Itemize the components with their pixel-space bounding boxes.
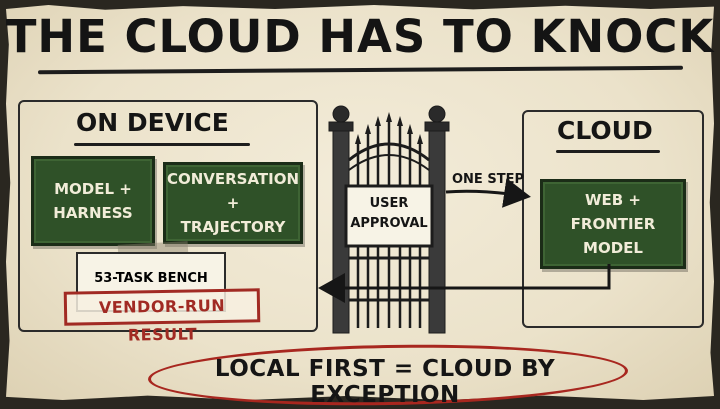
one-step-arrow bbox=[445, 178, 531, 208]
conversation-trajectory-line2: TRAJECTORY bbox=[180, 218, 286, 236]
on-device-label-underline bbox=[74, 143, 250, 146]
bench-tag-text: 53-TASK BENCH bbox=[94, 271, 208, 286]
conversation-trajectory-line1: CONVERSATION + bbox=[166, 170, 300, 212]
diagram-title: THE CLOUD HAS TO KNOCK bbox=[5, 10, 715, 63]
web-frontier-line2: FRONTIER MODEL bbox=[570, 215, 656, 257]
user-approval-text: USER APPROVAL bbox=[346, 194, 432, 234]
cloud-region bbox=[522, 110, 704, 328]
model-harness-line1: MODEL + bbox=[54, 180, 132, 198]
cloud-label-underline bbox=[556, 150, 660, 153]
conversation-trajectory-box: CONVERSATION + TRAJECTORY bbox=[163, 162, 303, 244]
web-frontier-model-box: WEB + FRONTIER MODEL bbox=[540, 179, 686, 269]
cloud-label: CLOUD bbox=[557, 116, 653, 145]
one-step-label: ONE STEP bbox=[452, 172, 524, 187]
model-harness-box: MODEL + HARNESS bbox=[31, 156, 155, 246]
gate-icon bbox=[328, 105, 450, 334]
return-arrow bbox=[318, 264, 611, 303]
footer-text: LOCAL FIRST = CLOUD BY EXCEPTION bbox=[214, 356, 556, 408]
on-device-label: ON DEVICE bbox=[76, 108, 229, 137]
web-frontier-line1: WEB + bbox=[584, 191, 641, 209]
on-device-region bbox=[18, 100, 318, 332]
user-approval-line2: APPROVAL bbox=[350, 216, 428, 231]
model-harness-line2: HARNESS bbox=[53, 204, 133, 222]
user-approval-line1: USER bbox=[369, 196, 409, 211]
user-approval-sign bbox=[344, 184, 434, 248]
